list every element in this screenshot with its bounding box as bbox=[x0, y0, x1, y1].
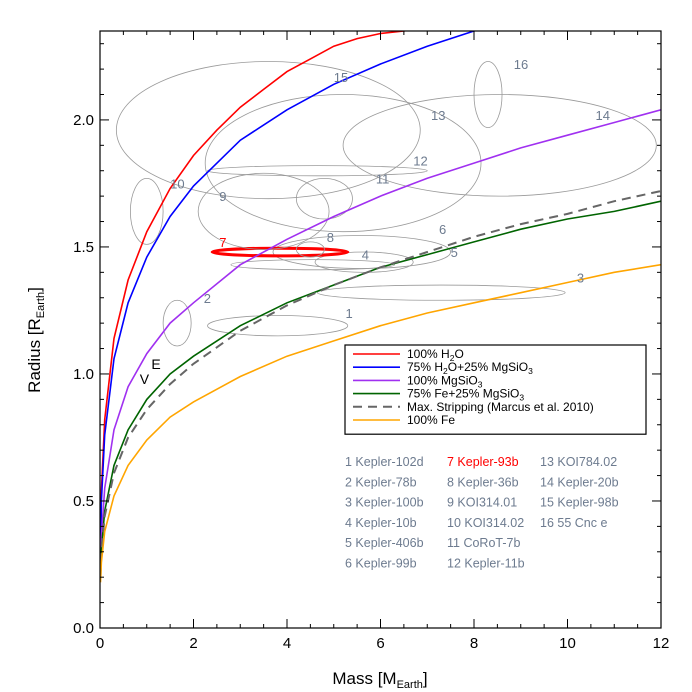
y-tick-label: 0.5 bbox=[73, 493, 94, 510]
legend-label-4: Max. Stripping (Marcus et al. 2010) bbox=[407, 400, 594, 414]
planet-list-item-9: 9 KOI314.01 bbox=[447, 496, 517, 510]
planet-ellipse-3 bbox=[316, 284, 566, 301]
planet-number-13: 13 bbox=[431, 108, 445, 123]
y-tick-label: 1.5 bbox=[73, 239, 94, 256]
planet-ellipse-10 bbox=[129, 177, 164, 245]
y-axis-title-sub: Earth bbox=[35, 292, 47, 318]
planet-ellipse-8 bbox=[295, 241, 325, 258]
planet-ellipse-9 bbox=[197, 172, 330, 250]
y-tick-label: 0.0 bbox=[73, 620, 94, 637]
planet-list-item-3: 3 Kepler-100b bbox=[345, 496, 424, 510]
planet-list-item-6: 6 Kepler-99b bbox=[345, 557, 417, 571]
planet-number-11: 11 bbox=[376, 171, 390, 186]
planet-list-item-10: 10 KOI314.02 bbox=[447, 516, 524, 530]
planet-number-9: 9 bbox=[219, 189, 226, 204]
planet-ellipse-16 bbox=[473, 61, 503, 128]
planet-ellipse-6 bbox=[272, 235, 452, 269]
planet-list-item-1: 1 Kepler-102d bbox=[345, 455, 424, 469]
planet-list-item-5: 5 Kepler-406b bbox=[345, 536, 424, 550]
planet-list-item-12: 12 Kepler-11b bbox=[447, 557, 525, 571]
x-axis-title-sub: Earth bbox=[397, 679, 423, 691]
planet-list-item-16: 16 55 Cnc e bbox=[540, 516, 607, 530]
legend-label-2: 100% MgSiO3 bbox=[407, 373, 483, 389]
planet-number-5: 5 bbox=[451, 245, 458, 260]
planet-list-item-8: 8 Kepler-36b bbox=[447, 475, 519, 489]
x-tick-label: 2 bbox=[189, 635, 197, 652]
planet-number-7: 7 bbox=[219, 235, 226, 250]
planet-ellipse-1 bbox=[207, 315, 349, 337]
earth-e-label: E bbox=[151, 356, 160, 372]
series-line-2 bbox=[100, 109, 661, 568]
x-tick-label: 12 bbox=[653, 635, 670, 652]
y-axis-title: Radius [REarth] bbox=[25, 287, 47, 393]
planet-ellipse-11 bbox=[295, 177, 353, 220]
planet-list-item-13: 13 KOI784.02 bbox=[540, 455, 617, 469]
planet-ellipse-13 bbox=[204, 94, 482, 233]
planet-number-14: 14 bbox=[596, 108, 610, 123]
x-tick-label: 4 bbox=[283, 635, 291, 652]
model-curves bbox=[100, 31, 661, 583]
planet-ellipse-4 bbox=[230, 259, 395, 271]
x-tick-label: 0 bbox=[96, 635, 104, 652]
series-line-3 bbox=[100, 200, 661, 575]
series-line-5 bbox=[100, 263, 661, 583]
x-tick-label: 8 bbox=[470, 635, 478, 652]
planet-number-10: 10 bbox=[170, 177, 184, 192]
planet-list-item-11: 11 CoRoT-7b bbox=[447, 536, 520, 550]
y-axis-title-main: Radius [R bbox=[25, 318, 44, 393]
planet-ellipse-12 bbox=[207, 165, 428, 177]
series-line-1 bbox=[100, 31, 478, 560]
planet-ellipses bbox=[115, 61, 657, 347]
planet-number-15: 15 bbox=[334, 70, 348, 85]
planet-number-1: 1 bbox=[345, 306, 352, 321]
planet-ellipse-15 bbox=[115, 61, 421, 200]
legend-label-0: 100% H2O bbox=[407, 347, 464, 363]
planet-name-list: 1 Kepler-102d 2 Kepler-78b 3 Kepler-100b 4 … bbox=[345, 455, 619, 571]
earth-v-label: V bbox=[140, 371, 150, 387]
legend-label-3: 75% Fe+25% MgSiO3 bbox=[407, 387, 524, 403]
planet-number-4: 4 bbox=[362, 248, 369, 263]
planet-ellipse-14 bbox=[342, 94, 657, 197]
planet-number-2: 2 bbox=[204, 291, 211, 306]
planet-list-item-4: 4 Kepler-10b bbox=[345, 516, 417, 530]
planet-list-item-15: 15 Kepler-98b bbox=[540, 496, 619, 510]
planet-list-item-7: 7 Kepler-93b bbox=[447, 455, 519, 469]
x-axis-title-end: ] bbox=[423, 669, 428, 688]
planet-number-8: 8 bbox=[327, 230, 334, 245]
planet-number-3: 3 bbox=[577, 271, 584, 286]
planet-list-item-14: 14 Kepler-20b bbox=[540, 475, 619, 489]
x-axis-title: Mass [MEarth] bbox=[332, 669, 427, 691]
x-tick-label: 6 bbox=[376, 635, 384, 652]
series-line-4 bbox=[100, 190, 661, 578]
series-line-0 bbox=[100, 31, 409, 552]
legend-label-1: 75% H2O+25% MgSiO3 bbox=[407, 360, 533, 376]
planet-ellipse-5 bbox=[314, 251, 414, 273]
y-axis-title-end: ] bbox=[25, 287, 44, 292]
planet-list-item-2: 2 Kepler-78b bbox=[345, 475, 417, 489]
y-tick-label: 1.0 bbox=[73, 366, 94, 383]
x-tick-label: 10 bbox=[559, 635, 576, 652]
legend-label-5: 100% Fe bbox=[407, 413, 455, 427]
planet-number-16: 16 bbox=[514, 57, 528, 72]
x-axis-title-main: Mass [M bbox=[332, 669, 396, 688]
planet-ellipse-2 bbox=[162, 299, 192, 347]
planet-number-12: 12 bbox=[413, 154, 427, 169]
planet-number-6: 6 bbox=[439, 222, 446, 237]
planet-ellipse-7 bbox=[210, 246, 350, 258]
y-tick-label: 2.0 bbox=[73, 112, 94, 129]
